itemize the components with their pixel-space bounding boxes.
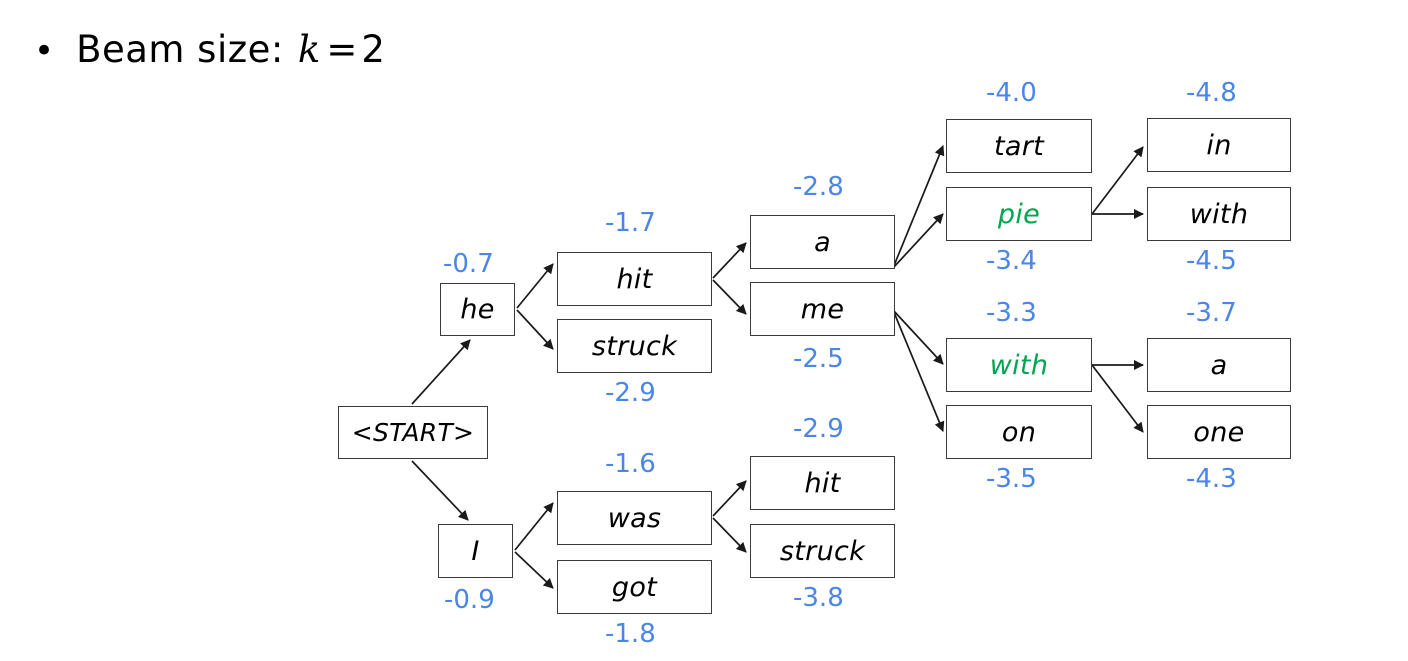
node-label: me	[800, 293, 845, 325]
node-struck-2[interactable]: struck	[750, 524, 895, 578]
node-hit-2[interactable]: hit	[750, 456, 895, 510]
edge-was-hit2	[712, 480, 747, 517]
node-label: a	[814, 226, 831, 258]
node-label: on	[1001, 416, 1037, 448]
edge-start-i	[411, 460, 469, 521]
node-struck-1[interactable]: struck	[557, 319, 712, 373]
node-a-2[interactable]: a	[1147, 338, 1291, 392]
node-label: he	[460, 294, 495, 325]
node-label: hit	[616, 263, 653, 295]
node-pie[interactable]: pie	[946, 187, 1092, 241]
node-with-1[interactable]: with	[946, 338, 1092, 392]
score-i: -0.9	[444, 585, 495, 615]
edge-with-one	[1091, 364, 1144, 433]
score-tart: -4.0	[986, 78, 1037, 108]
score-one: -4.3	[1186, 464, 1237, 494]
score-on: -3.5	[986, 464, 1037, 494]
node-tart[interactable]: tart	[946, 119, 1092, 173]
score-a-1: -2.8	[793, 172, 844, 202]
edge-a-tart	[892, 145, 945, 269]
node-label: with	[1189, 198, 1249, 230]
node-label: I	[471, 535, 480, 567]
node-label: got	[611, 571, 658, 603]
beam-size-symbol: k	[297, 28, 321, 71]
node-he[interactable]: he	[440, 283, 515, 336]
edge-hit-me	[712, 279, 747, 315]
score-in: -4.8	[1186, 78, 1237, 108]
score-with-2: -4.5	[1186, 246, 1237, 276]
edge-he-hit	[516, 263, 554, 309]
score-a-2: -3.7	[1186, 298, 1237, 328]
node-label: hit	[804, 467, 841, 499]
node-label: tart	[993, 130, 1045, 162]
node-a-1[interactable]: a	[750, 215, 895, 269]
beam-size-value: 2	[361, 28, 385, 71]
slide-title: • Beam size: k = 2	[34, 28, 385, 71]
score-pie: -3.4	[986, 246, 1037, 276]
score-got: -1.8	[605, 619, 656, 649]
score-me: -2.5	[793, 344, 844, 374]
edge-start-he	[411, 339, 471, 405]
score-with-1: -3.3	[986, 298, 1037, 328]
edge-a-pie	[892, 213, 944, 269]
edge-i-got	[514, 551, 554, 589]
score-was: -1.6	[605, 449, 656, 479]
node-label: struck	[779, 535, 866, 567]
page-title: Beam size:	[76, 28, 284, 71]
score-struck-1: -2.9	[605, 378, 656, 408]
node-label: a	[1210, 349, 1228, 381]
node-start[interactable]: <START>	[338, 406, 488, 459]
edge-pie-in	[1091, 146, 1144, 215]
node-label: with	[989, 349, 1049, 381]
node-me[interactable]: me	[750, 282, 895, 336]
node-in[interactable]: in	[1147, 118, 1291, 172]
edge-me-with	[892, 309, 944, 365]
node-i[interactable]: I	[438, 524, 513, 578]
edge-me-on	[892, 309, 945, 432]
edge-was-struck2	[712, 517, 747, 553]
node-on[interactable]: on	[946, 405, 1092, 459]
equals-sign: =	[326, 28, 358, 71]
bullet-icon: •	[34, 31, 55, 71]
score-hit-1: -1.7	[605, 208, 656, 238]
node-one[interactable]: one	[1147, 405, 1291, 459]
node-was[interactable]: was	[557, 491, 712, 545]
node-with-2[interactable]: with	[1147, 187, 1291, 241]
node-label: pie	[997, 198, 1041, 230]
score-hit-2: -2.9	[793, 414, 844, 444]
edge-he-struck	[516, 309, 554, 350]
node-hit-1[interactable]: hit	[557, 252, 712, 306]
node-label: in	[1206, 129, 1232, 161]
node-label: struck	[591, 330, 678, 362]
node-label: <START>	[351, 418, 475, 447]
score-struck-2: -3.8	[793, 583, 844, 613]
edge-i-was	[514, 502, 554, 551]
score-he: -0.7	[443, 249, 494, 279]
node-got[interactable]: got	[557, 560, 712, 614]
node-label: one	[1193, 416, 1245, 448]
node-label: was	[607, 502, 662, 534]
edge-hit-a	[712, 242, 747, 279]
